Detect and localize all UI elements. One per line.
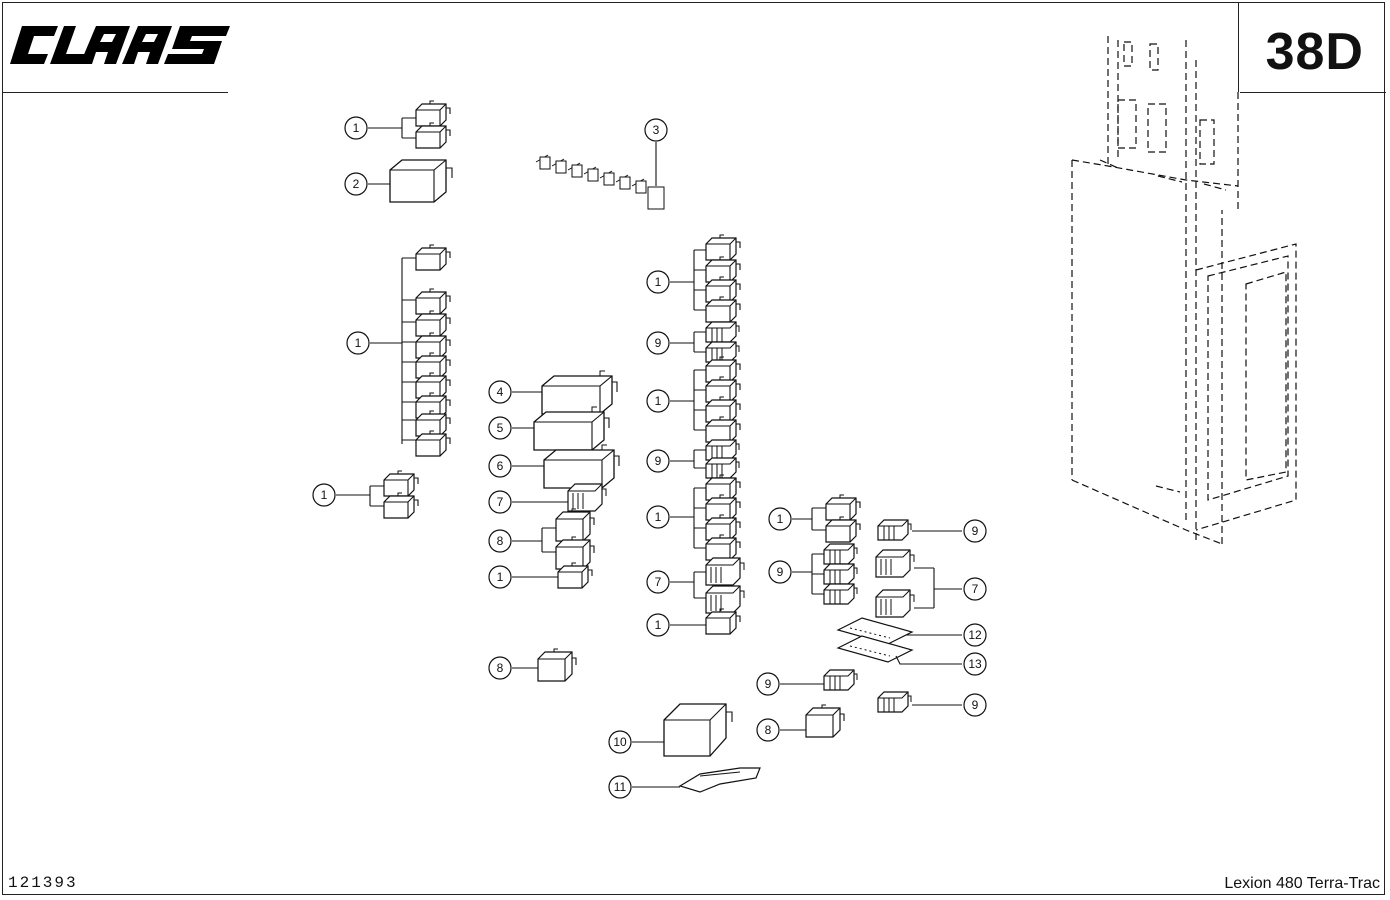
relay-box-6 xyxy=(543,444,620,489)
relay-group-right xyxy=(823,494,861,605)
callout-c1f: 1 xyxy=(655,394,662,408)
board-13 xyxy=(836,635,914,663)
callout-c1b: 1 xyxy=(355,336,362,350)
logo-underline xyxy=(2,92,228,93)
callout-text: 1 2 3 1 1 4 5 6 7 8 1 8 1 9 1 9 1 7 1 1 … xyxy=(321,121,982,794)
relay-box-5 xyxy=(533,406,610,451)
relay-large-2 xyxy=(389,159,453,203)
diode-9-right-top xyxy=(877,519,912,541)
callout-c1i: 1 xyxy=(777,512,784,526)
callout-c1c: 1 xyxy=(321,488,328,502)
callout-c5: 5 xyxy=(497,421,504,435)
callout-c3: 3 xyxy=(653,123,660,137)
puller-tool-11 xyxy=(678,767,761,793)
relay-stack-left xyxy=(415,244,451,457)
callout-c9d: 9 xyxy=(972,524,979,538)
callout-labels xyxy=(312,116,987,799)
relay-box-4 xyxy=(541,370,618,415)
callout-c9e: 9 xyxy=(765,677,772,691)
diode-7-right xyxy=(875,549,915,618)
callout-c1h: 1 xyxy=(655,618,662,632)
callout-c2: 2 xyxy=(353,177,360,191)
page-code: 38D xyxy=(1265,23,1364,81)
fuse-strip-3 xyxy=(535,154,665,210)
callout-c8a: 8 xyxy=(497,534,504,548)
relay-pair-8 xyxy=(555,508,595,570)
callout-c12: 12 xyxy=(968,628,982,642)
callout-c7c: 7 xyxy=(972,582,979,596)
relay-8-bottom xyxy=(537,648,577,682)
callout-c10: 10 xyxy=(613,735,627,749)
callout-c7b: 7 xyxy=(655,575,662,589)
diode-7-left xyxy=(567,483,607,512)
callout-c9f: 9 xyxy=(972,698,979,712)
model-name: Lexion 480 Terra-Trac xyxy=(1224,875,1380,892)
relay-8-lower xyxy=(805,704,845,738)
callout-c9b: 9 xyxy=(655,454,662,468)
callout-c1e: 1 xyxy=(655,275,662,289)
callout-c4: 4 xyxy=(497,385,504,399)
callout-c11: 11 xyxy=(614,780,627,794)
page-code-divider xyxy=(1238,2,1239,92)
page-code-underline xyxy=(1240,92,1386,93)
callout-c6: 6 xyxy=(497,459,504,473)
callout-c8b: 8 xyxy=(497,661,504,675)
callout-c9c: 9 xyxy=(777,565,784,579)
drawing-number: 121393 xyxy=(8,874,78,892)
small-relay-1 xyxy=(557,562,593,589)
fuse-panel-outline xyxy=(1071,36,1297,545)
callout-c7a: 7 xyxy=(497,495,504,509)
callout-c9a: 9 xyxy=(655,336,662,350)
callout-c1d: 1 xyxy=(497,570,504,584)
leader-lines xyxy=(336,117,962,788)
relay-pair-left xyxy=(383,470,419,519)
callout-c8c: 8 xyxy=(765,723,772,737)
callout-c1a: 1 xyxy=(353,121,360,135)
claas-logo xyxy=(10,26,230,64)
relay-stack-center xyxy=(705,234,745,635)
relay-box-10 xyxy=(663,703,733,757)
callout-c13: 13 xyxy=(968,657,982,671)
diode-9-lower xyxy=(823,669,858,691)
diode-9-lower-right xyxy=(877,691,912,713)
relay-pair-top xyxy=(415,100,451,149)
callout-c1g: 1 xyxy=(655,510,662,524)
